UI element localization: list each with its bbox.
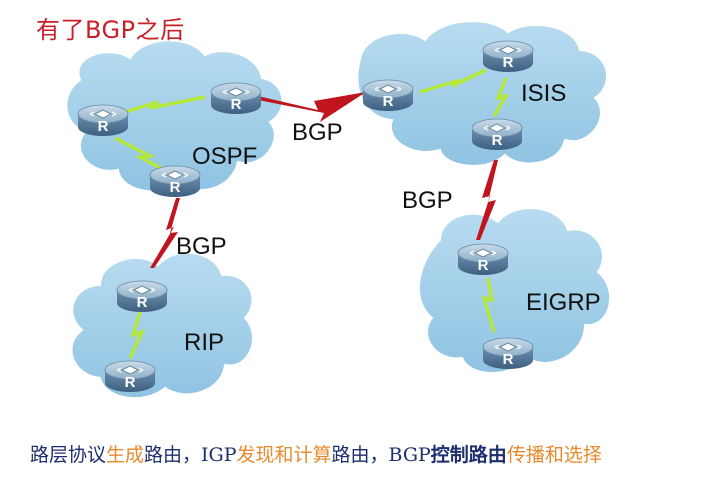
bgp-link-isis-eigrp	[476, 160, 498, 240]
router-label: R	[98, 118, 109, 135]
router-label: R	[478, 257, 489, 274]
router-ospf-bottom: R	[149, 165, 201, 198]
caption-seg-2: 生成	[106, 444, 145, 466]
router-rip-bottom: R	[104, 360, 156, 393]
caption-seg-1: 路层协议	[30, 444, 107, 466]
router-label: R	[137, 294, 148, 311]
router-eigrp-bottom: R	[482, 337, 534, 370]
router-eigrp-top: R	[457, 243, 509, 276]
router-isis-left: R	[362, 79, 414, 112]
caption-seg-5: 路由，BGP	[331, 444, 431, 466]
intra-link-isis-2	[492, 77, 510, 117]
bgp-label-ospf-isis: BGP	[292, 119, 343, 146]
bgp-link-ospf-rip	[150, 198, 180, 268]
intra-link-rip	[128, 311, 146, 359]
cloud-isis	[356, 20, 608, 167]
page-title: 有了BGP之后	[36, 16, 185, 44]
caption-seg-4: 发现和计算	[236, 444, 332, 466]
caption-seg-7: 传播和选择	[506, 444, 602, 466]
caption: 路层协议生成路由，IGP发现和计算路由，BGP控制路由传播和选择	[30, 440, 602, 467]
caption-seg-6: 控制路由	[430, 444, 507, 466]
intra-link-ospf-1	[121, 95, 206, 115]
router-label: R	[503, 54, 514, 71]
bgp-label-isis-eigrp: BGP	[402, 187, 453, 214]
router-label: R	[170, 179, 181, 196]
domain-label-eigrp: EIGRP	[526, 289, 601, 316]
router-isis-top: R	[482, 40, 534, 73]
bgp-link-ospf-isis	[258, 92, 366, 122]
router-label: R	[125, 374, 136, 391]
bgp-label-ospf-rip: BGP	[176, 233, 227, 260]
router-ospf-left: R	[77, 104, 129, 137]
domain-label-ospf: OSPF	[192, 143, 257, 170]
domain-label-isis: ISIS	[521, 80, 566, 107]
cloud-rip	[70, 251, 254, 400]
router-label: R	[383, 93, 394, 110]
router-label: R	[492, 132, 503, 149]
cloud-ospf	[65, 39, 284, 193]
router-rip-top: R	[116, 280, 168, 313]
intra-link-eigrp	[481, 277, 496, 333]
intra-link-isis-1	[419, 68, 487, 94]
domain-label-rip: RIP	[184, 329, 224, 356]
router-isis-bottom: R	[471, 118, 523, 151]
router-label: R	[503, 351, 514, 368]
router-label: R	[231, 96, 242, 113]
router-ospf-top: R	[210, 82, 262, 115]
caption-seg-3: 路由，IGP	[144, 444, 237, 466]
intra-link-ospf-2	[114, 136, 169, 174]
